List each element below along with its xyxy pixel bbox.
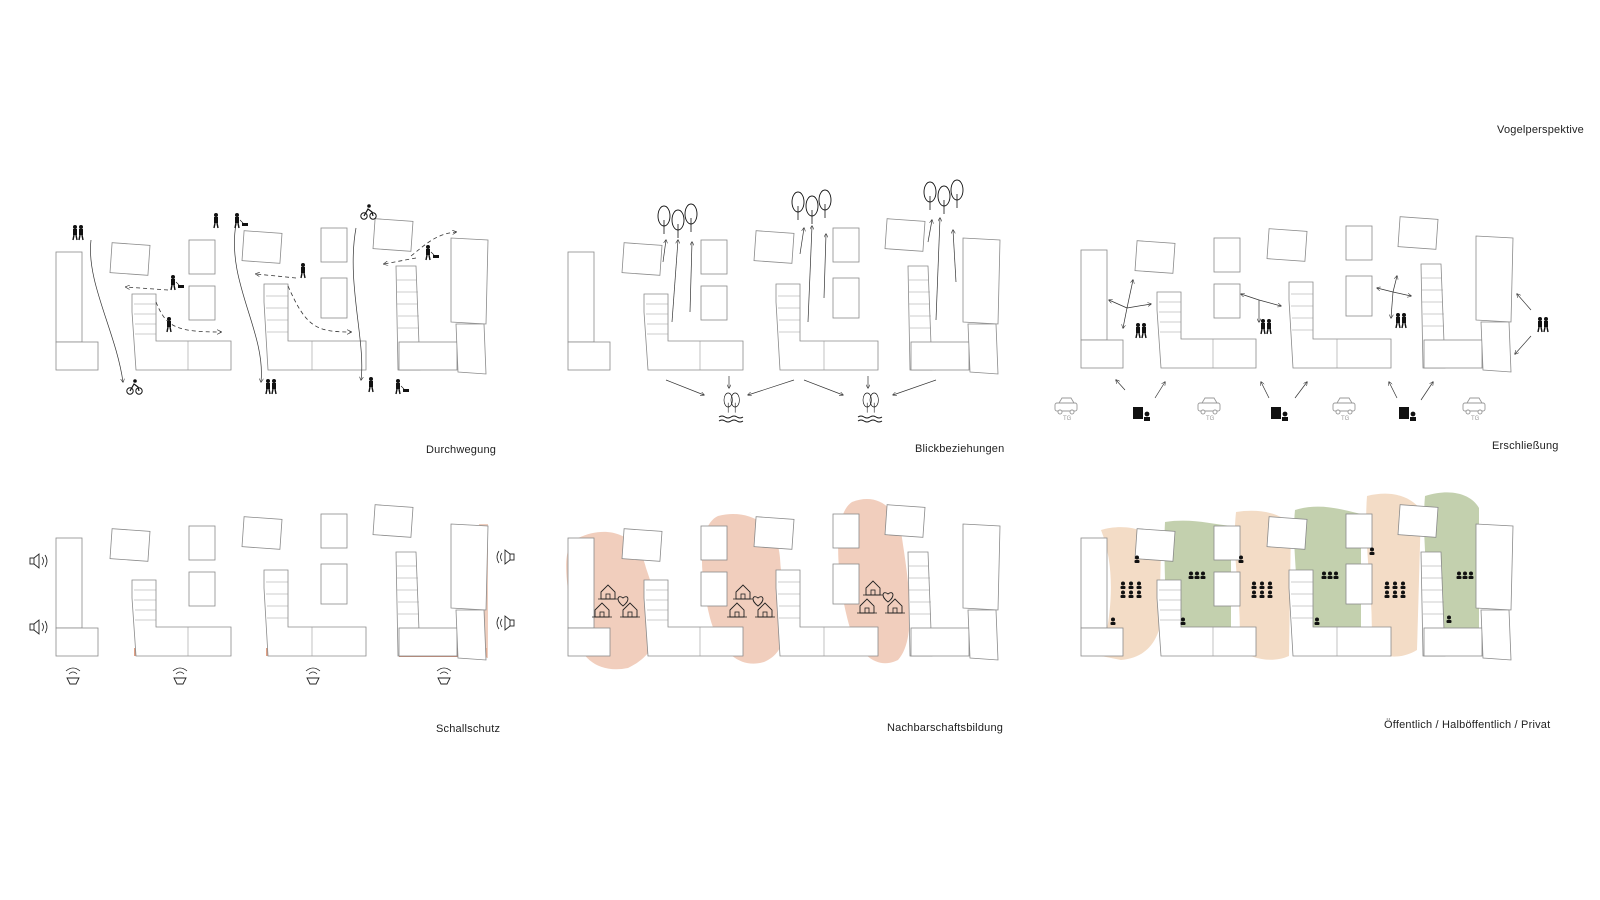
water-icon: [858, 393, 882, 422]
entrance-icon: [1133, 407, 1150, 421]
group-icon: [1322, 572, 1339, 580]
tg-label: TG: [1341, 416, 1350, 422]
trees-icon: [924, 180, 963, 214]
car-icon: [1332, 397, 1356, 415]
runner-icon: [213, 212, 219, 229]
tg-label: TG: [1471, 416, 1480, 422]
water-icon: [719, 393, 743, 422]
pedestrian-pair-icon: [73, 225, 83, 240]
pedestrian-icon: [166, 316, 172, 333]
residents-icon: [1396, 313, 1406, 328]
bicycle-icon: [360, 203, 377, 220]
noise-source-icon: [172, 667, 188, 685]
panel-durchwegung: [55, 203, 489, 395]
speaker-icon: [496, 549, 515, 565]
noise-source-icon: [436, 667, 452, 685]
speaker-icon: [29, 553, 48, 569]
panel-erschliessung: TG TG TG TG: [1054, 216, 1548, 422]
panel-nachbarschaftsbildung: [566, 499, 1001, 670]
entrance-icon: [1271, 407, 1288, 421]
noise-source-icon: [65, 667, 81, 685]
label-oeffentlich: Öffentlich / Halböffentlich / Privat: [1384, 719, 1551, 731]
noise-source-icon: [305, 667, 321, 685]
bicycle-icon: [126, 378, 143, 395]
pedestrian-pair-icon: [266, 379, 276, 394]
dog-walker-icon: [396, 379, 409, 394]
label-durchwegung: Durchwegung: [426, 444, 497, 456]
residents-icon: [1136, 323, 1146, 338]
skater-icon: [368, 376, 374, 393]
panel-blickbeziehungen: [567, 180, 1001, 422]
path-line: [90, 239, 123, 382]
label-blickbeziehungen: Blickbeziehungen: [915, 443, 1005, 455]
panel-schallschutz: [29, 504, 515, 685]
car-icon: [1054, 397, 1078, 415]
tg-label: TG: [1206, 416, 1215, 422]
speaker-icon: [496, 615, 515, 631]
group-icon: [1189, 572, 1206, 580]
label-schallschutz: Schallschutz: [436, 723, 501, 735]
group-icon: [1457, 572, 1474, 580]
car-icon: [1462, 397, 1486, 415]
trees-icon: [792, 190, 831, 224]
residents-icon: [1538, 317, 1548, 332]
trees-icon: [658, 204, 697, 238]
dog-walker-icon: [171, 275, 184, 290]
tg-label: TG: [1063, 416, 1072, 422]
dog-walker-icon: [235, 213, 248, 228]
label-erschliessung: Erschließung: [1492, 440, 1559, 452]
car-icon: [1197, 397, 1221, 415]
label-nachbarschaftsbildung: Nachbarschaftsbildung: [887, 722, 1004, 734]
entrance-icon: [1399, 407, 1416, 421]
pedestrian-icon: [300, 262, 306, 279]
dog-walker-icon: [426, 245, 439, 260]
page-title: Vogelperspektive: [1497, 124, 1584, 136]
residents-icon: [1261, 319, 1271, 334]
speaker-icon: [29, 619, 48, 635]
panel-oeffentlich: [1080, 492, 1514, 661]
